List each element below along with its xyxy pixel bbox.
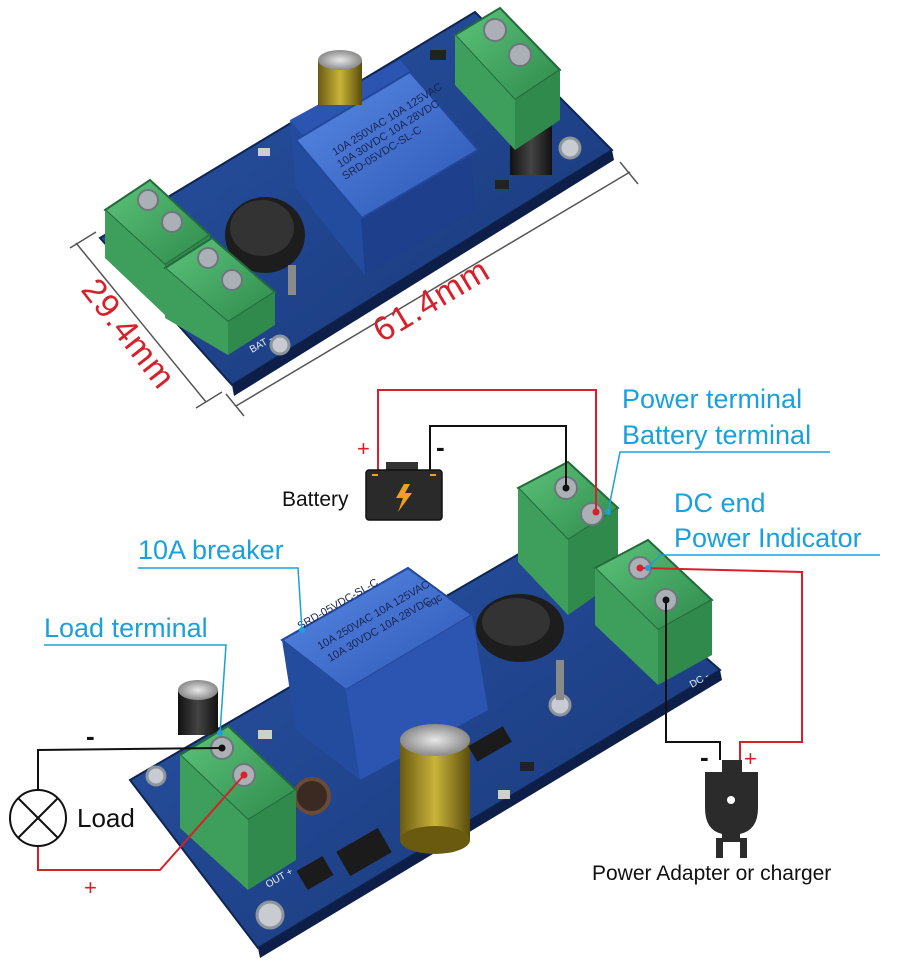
load-minus-sign: - [86, 721, 95, 751]
adapter-minus-wire [665, 600, 721, 760]
battery-minus-sign: - [436, 432, 445, 462]
label-breaker: 10A breaker [138, 535, 284, 565]
battery-icon [365, 462, 443, 521]
dimension-lines [69, 161, 639, 417]
bottom-relay: SRD-05VDC-SL-C 10A 250VAC 10A 125VAC 10A… [280, 566, 488, 780]
label-load: Load [77, 803, 135, 833]
leader-lines [44, 451, 880, 734]
power-plug-icon [705, 760, 758, 858]
wires [37, 389, 803, 871]
label-dc-end: DC end [674, 488, 766, 518]
load-plus-wire [37, 774, 245, 871]
top-board: SRD-05VDC-SL-C 10A 30VDC 10A 28VDC 10A 2… [98, 6, 614, 396]
label-load-terminal: Load terminal [44, 613, 208, 643]
bottom-coil [293, 777, 331, 815]
load-plus-sign: + [84, 875, 97, 900]
battery-plus-sign: + [357, 436, 370, 461]
battery-minus-wire [429, 425, 567, 488]
battery-plus-wire [377, 389, 597, 512]
top-terminal-left-b [163, 236, 277, 355]
top-relay: SRD-05VDC-SL-C 10A 30VDC 10A 28VDC 10A 2… [290, 60, 480, 275]
load-terminal-block [178, 724, 298, 890]
load-lamp-icon [9, 789, 67, 847]
bottom-inductor [476, 594, 564, 700]
label-power-indicator: Power Indicator [674, 523, 862, 553]
top-terminal-right [453, 6, 562, 150]
adapter-plus-sign: + [744, 746, 757, 771]
label-adapter: Power Adapter or charger [592, 862, 831, 885]
label-power-terminal: Power terminal [622, 384, 802, 414]
label-battery: Battery [282, 488, 349, 511]
bottom-capacitor-gold [400, 724, 470, 854]
adapter-minus-sign: - [700, 742, 709, 772]
dc-terminal-block [593, 538, 714, 685]
adapter-plus-wire [639, 567, 803, 760]
top-capacitor-left [318, 50, 362, 105]
top-inductor [225, 197, 305, 295]
bottom-capacitor-black [178, 680, 218, 735]
bottom-board: SRD-05VDC-SL-C 10A 250VAC 10A 125VAC 10A… [128, 460, 722, 958]
label-battery-terminal: Battery terminal [622, 420, 811, 450]
bottom-ic-chip [336, 827, 392, 877]
bottom-transistor [468, 726, 512, 762]
load-minus-wire [37, 747, 223, 790]
